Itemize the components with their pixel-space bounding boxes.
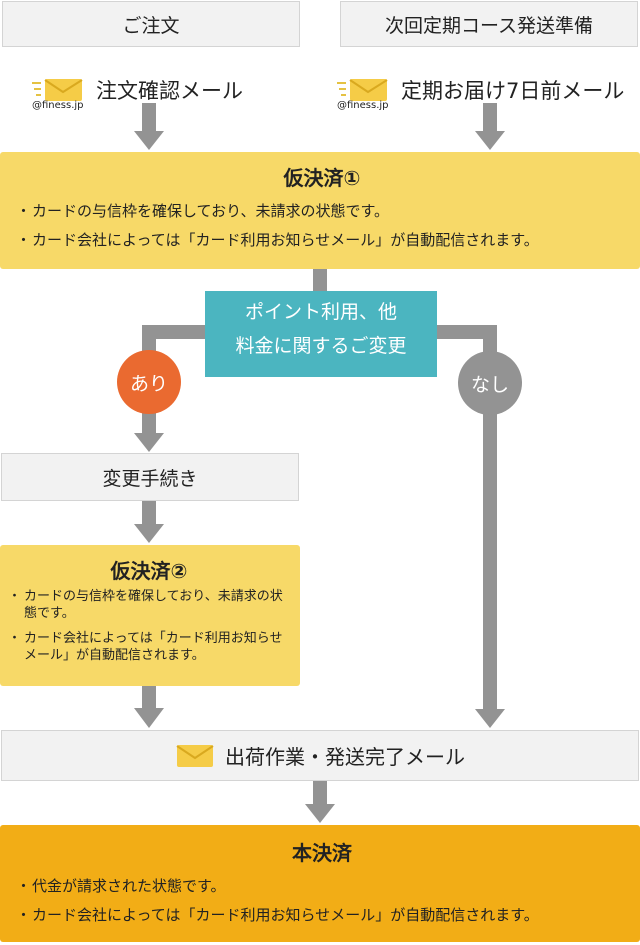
provisional-payment-2-title: 仮決済② bbox=[110, 559, 188, 583]
change-procedure-label: 変更手続き bbox=[102, 467, 198, 490]
subscription-mail-sender: @finess.jp bbox=[337, 100, 389, 111]
subscription-box: 次回定期コース発送準備 bbox=[340, 1, 638, 47]
arrow-head bbox=[134, 433, 164, 452]
arrow-head bbox=[475, 709, 505, 728]
provisional-payment-2-bullet: カードの与信枠を確保しており、未請求の状態です。 bbox=[8, 588, 288, 622]
order-label: ご注文 bbox=[122, 14, 180, 37]
connector-line bbox=[142, 686, 156, 710]
shipping-label: 出荷作業・発送完了メール bbox=[225, 745, 465, 769]
final-payment-bullet: 代金が請求された状態です。 bbox=[16, 872, 626, 901]
provisional-payment-1: 仮決済① カードの与信枠を確保しており、未請求の状態です。 カード会社によっては… bbox=[0, 152, 640, 269]
envelope-icon bbox=[175, 744, 215, 768]
order-confirmation-mail: 注文確認メール bbox=[32, 75, 243, 105]
order-mail-label: 注文確認メール bbox=[96, 79, 243, 103]
branch-no-badge: なし bbox=[458, 351, 522, 415]
shipping-box: 出荷作業・発送完了メール bbox=[1, 730, 639, 781]
connector-line bbox=[313, 781, 327, 806]
final-payment-title: 本決済 bbox=[292, 841, 352, 865]
arrow-head bbox=[134, 131, 164, 150]
decision-line-1: ポイント利用、他 bbox=[244, 301, 397, 323]
branch-yes-badge: あり bbox=[117, 350, 181, 414]
connector-line bbox=[142, 325, 207, 339]
order-mail-sender: @finess.jp bbox=[32, 100, 84, 111]
envelope-icon bbox=[337, 78, 393, 102]
subscription-label: 次回定期コース発送準備 bbox=[384, 14, 594, 37]
provisional-payment-2-bullet: カード会社によっては「カード利用お知らせメール」が自動配信されます。 bbox=[8, 630, 288, 664]
change-procedure-box: 変更手続き bbox=[1, 453, 299, 501]
final-payment: 本決済 代金が請求された状態です。 カード会社によっては「カード利用お知らせメー… bbox=[0, 825, 640, 942]
subscription-reminder-mail: 定期お届け7日前メール bbox=[337, 75, 624, 105]
order-box: ご注文 bbox=[2, 1, 300, 47]
envelope-icon bbox=[32, 78, 88, 102]
provisional-payment-2: 仮決済② カードの与信枠を確保しており、未請求の状態です。 カード会社によっては… bbox=[0, 545, 300, 686]
decision-line-2: 料金に関するご変更 bbox=[235, 335, 407, 357]
provisional-payment-1-title: 仮決済① bbox=[283, 166, 361, 190]
connector-line bbox=[435, 325, 497, 339]
final-payment-bullet: カード会社によっては「カード利用お知らせメール」が自動配信されます。 bbox=[16, 901, 626, 930]
subscription-mail-label: 定期お届け7日前メール bbox=[401, 79, 625, 103]
decision-box: ポイント利用、他 料金に関するご変更 bbox=[205, 291, 437, 377]
arrow-head bbox=[475, 131, 505, 150]
connector-line bbox=[483, 103, 497, 133]
provisional-payment-1-bullet: カードの与信枠を確保しており、未請求の状態です。 bbox=[16, 197, 626, 226]
connector-line bbox=[142, 501, 156, 526]
arrow-head bbox=[134, 524, 164, 543]
connector-line bbox=[313, 269, 327, 291]
connector-line bbox=[142, 103, 156, 133]
provisional-payment-1-bullet: カード会社によっては「カード利用お知らせメール」が自動配信されます。 bbox=[16, 226, 626, 255]
arrow-head bbox=[134, 708, 164, 728]
arrow-head bbox=[305, 804, 335, 823]
